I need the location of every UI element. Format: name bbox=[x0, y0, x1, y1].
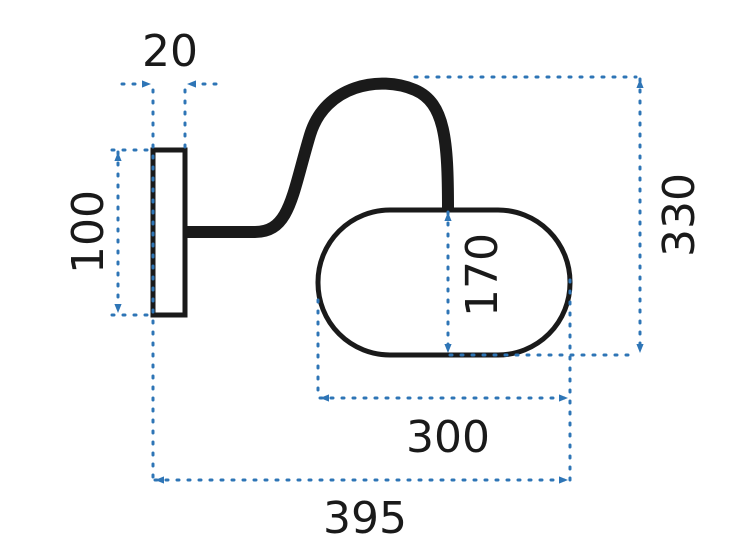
wall-bracket bbox=[150, 147, 188, 318]
label-shade-height: 170 bbox=[457, 233, 508, 317]
lamp-drawing bbox=[150, 77, 573, 358]
label-bracket-width: 20 bbox=[142, 26, 198, 77]
guide-lines bbox=[110, 75, 638, 482]
label-total-height: 330 bbox=[654, 173, 705, 257]
dimension-labels: 20 100 170 330 300 395 bbox=[63, 26, 705, 544]
gooseneck-arm bbox=[185, 77, 454, 238]
dimension-arrows bbox=[114, 77, 644, 484]
label-shade-width: 300 bbox=[406, 412, 490, 463]
lamp-shade bbox=[315, 207, 573, 358]
label-bracket-height: 100 bbox=[63, 190, 114, 274]
label-total-width: 395 bbox=[323, 493, 407, 544]
